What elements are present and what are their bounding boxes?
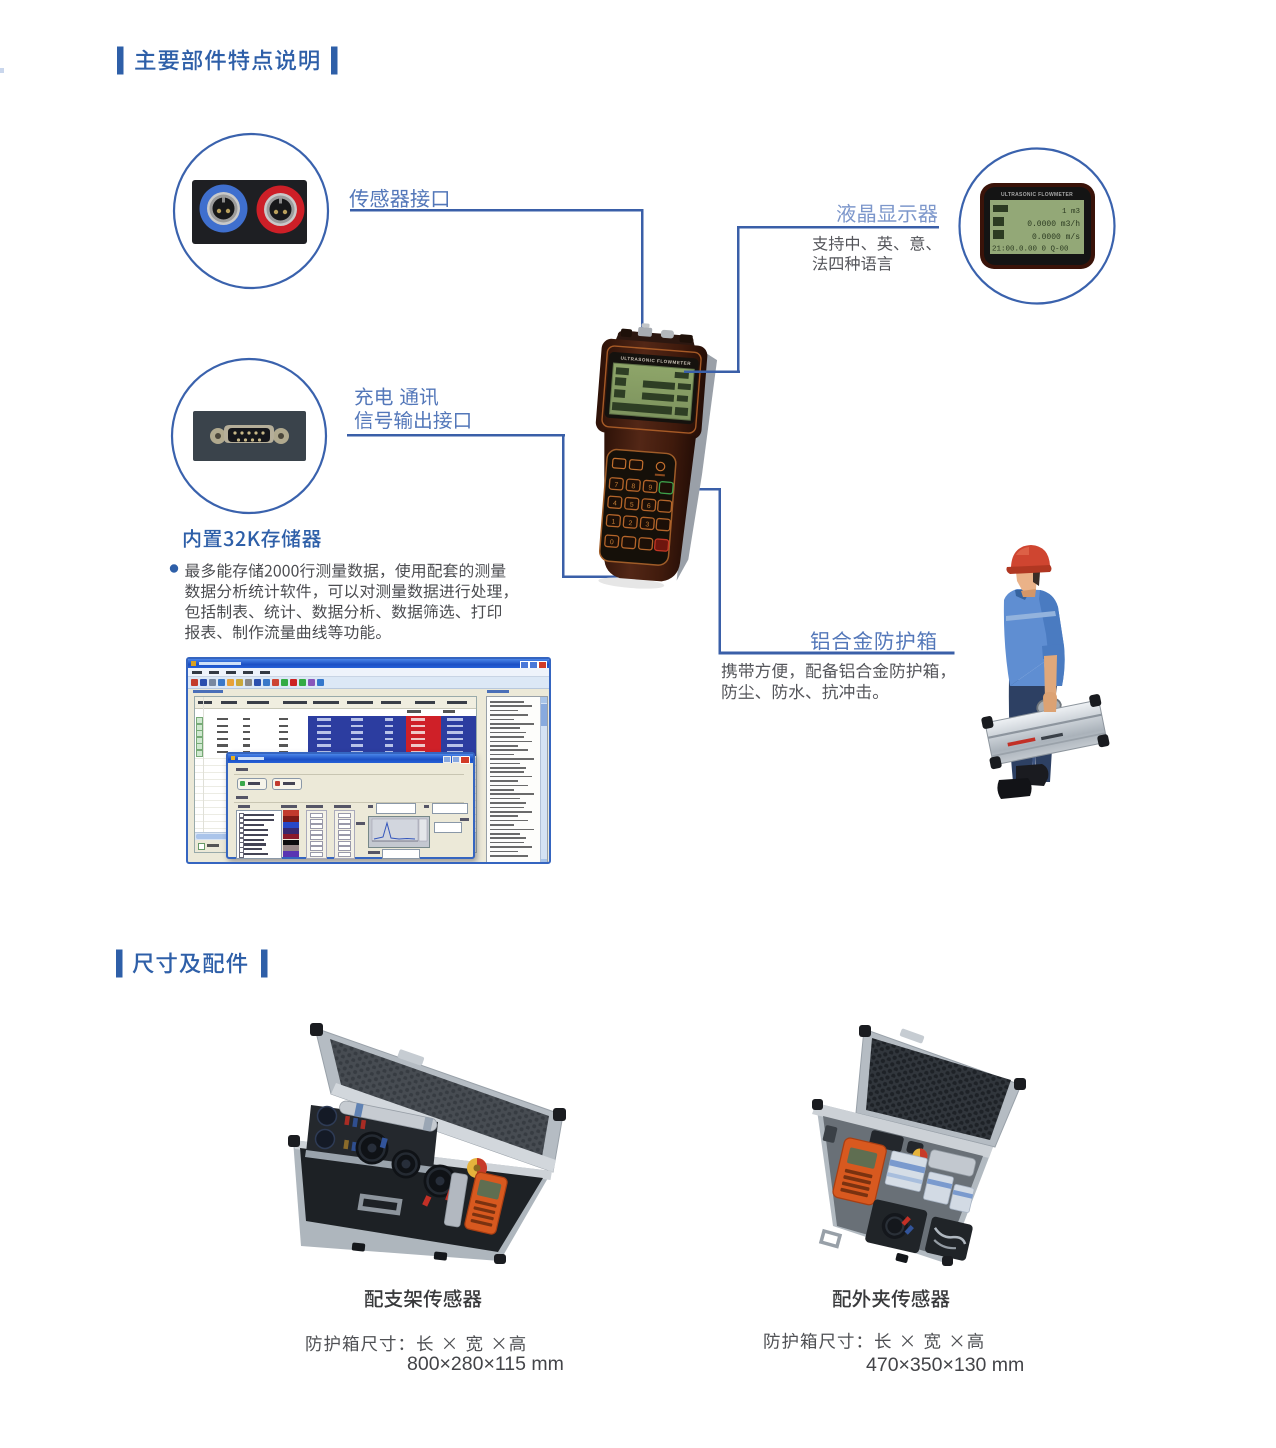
svg-text:3: 3 (645, 521, 650, 528)
svg-text:7: 7 (614, 482, 619, 489)
svg-text:800×280×115 mm: 800×280×115 mm (407, 1353, 564, 1375)
svg-text:0.0000 m/s: 0.0000 m/s (1032, 233, 1080, 242)
svg-text:5: 5 (630, 502, 635, 509)
svg-text:1: 1 (611, 519, 616, 526)
svg-text:2: 2 (628, 520, 633, 527)
svg-text:0.0000 m3/h: 0.0000 m3/h (1027, 220, 1080, 229)
svg-text:ULTRASONIC FLOWMETER: ULTRASONIC FLOWMETER (620, 356, 691, 367)
svg-text:4: 4 (613, 500, 618, 507)
svg-text:21:00.0.00 0 Q-00: 21:00.0.00 0 Q-00 (992, 246, 1069, 254)
svg-text:8: 8 (631, 483, 636, 490)
svg-text:9: 9 (648, 484, 653, 491)
svg-text:0: 0 (610, 539, 615, 546)
svg-text:ULTRASONIC FLOWMETER: ULTRASONIC FLOWMETER (1001, 192, 1073, 198)
svg-text:1 m3: 1 m3 (1062, 208, 1081, 216)
svg-text:470×350×130 mm: 470×350×130 mm (866, 1354, 1024, 1376)
svg-text:6: 6 (647, 503, 652, 510)
